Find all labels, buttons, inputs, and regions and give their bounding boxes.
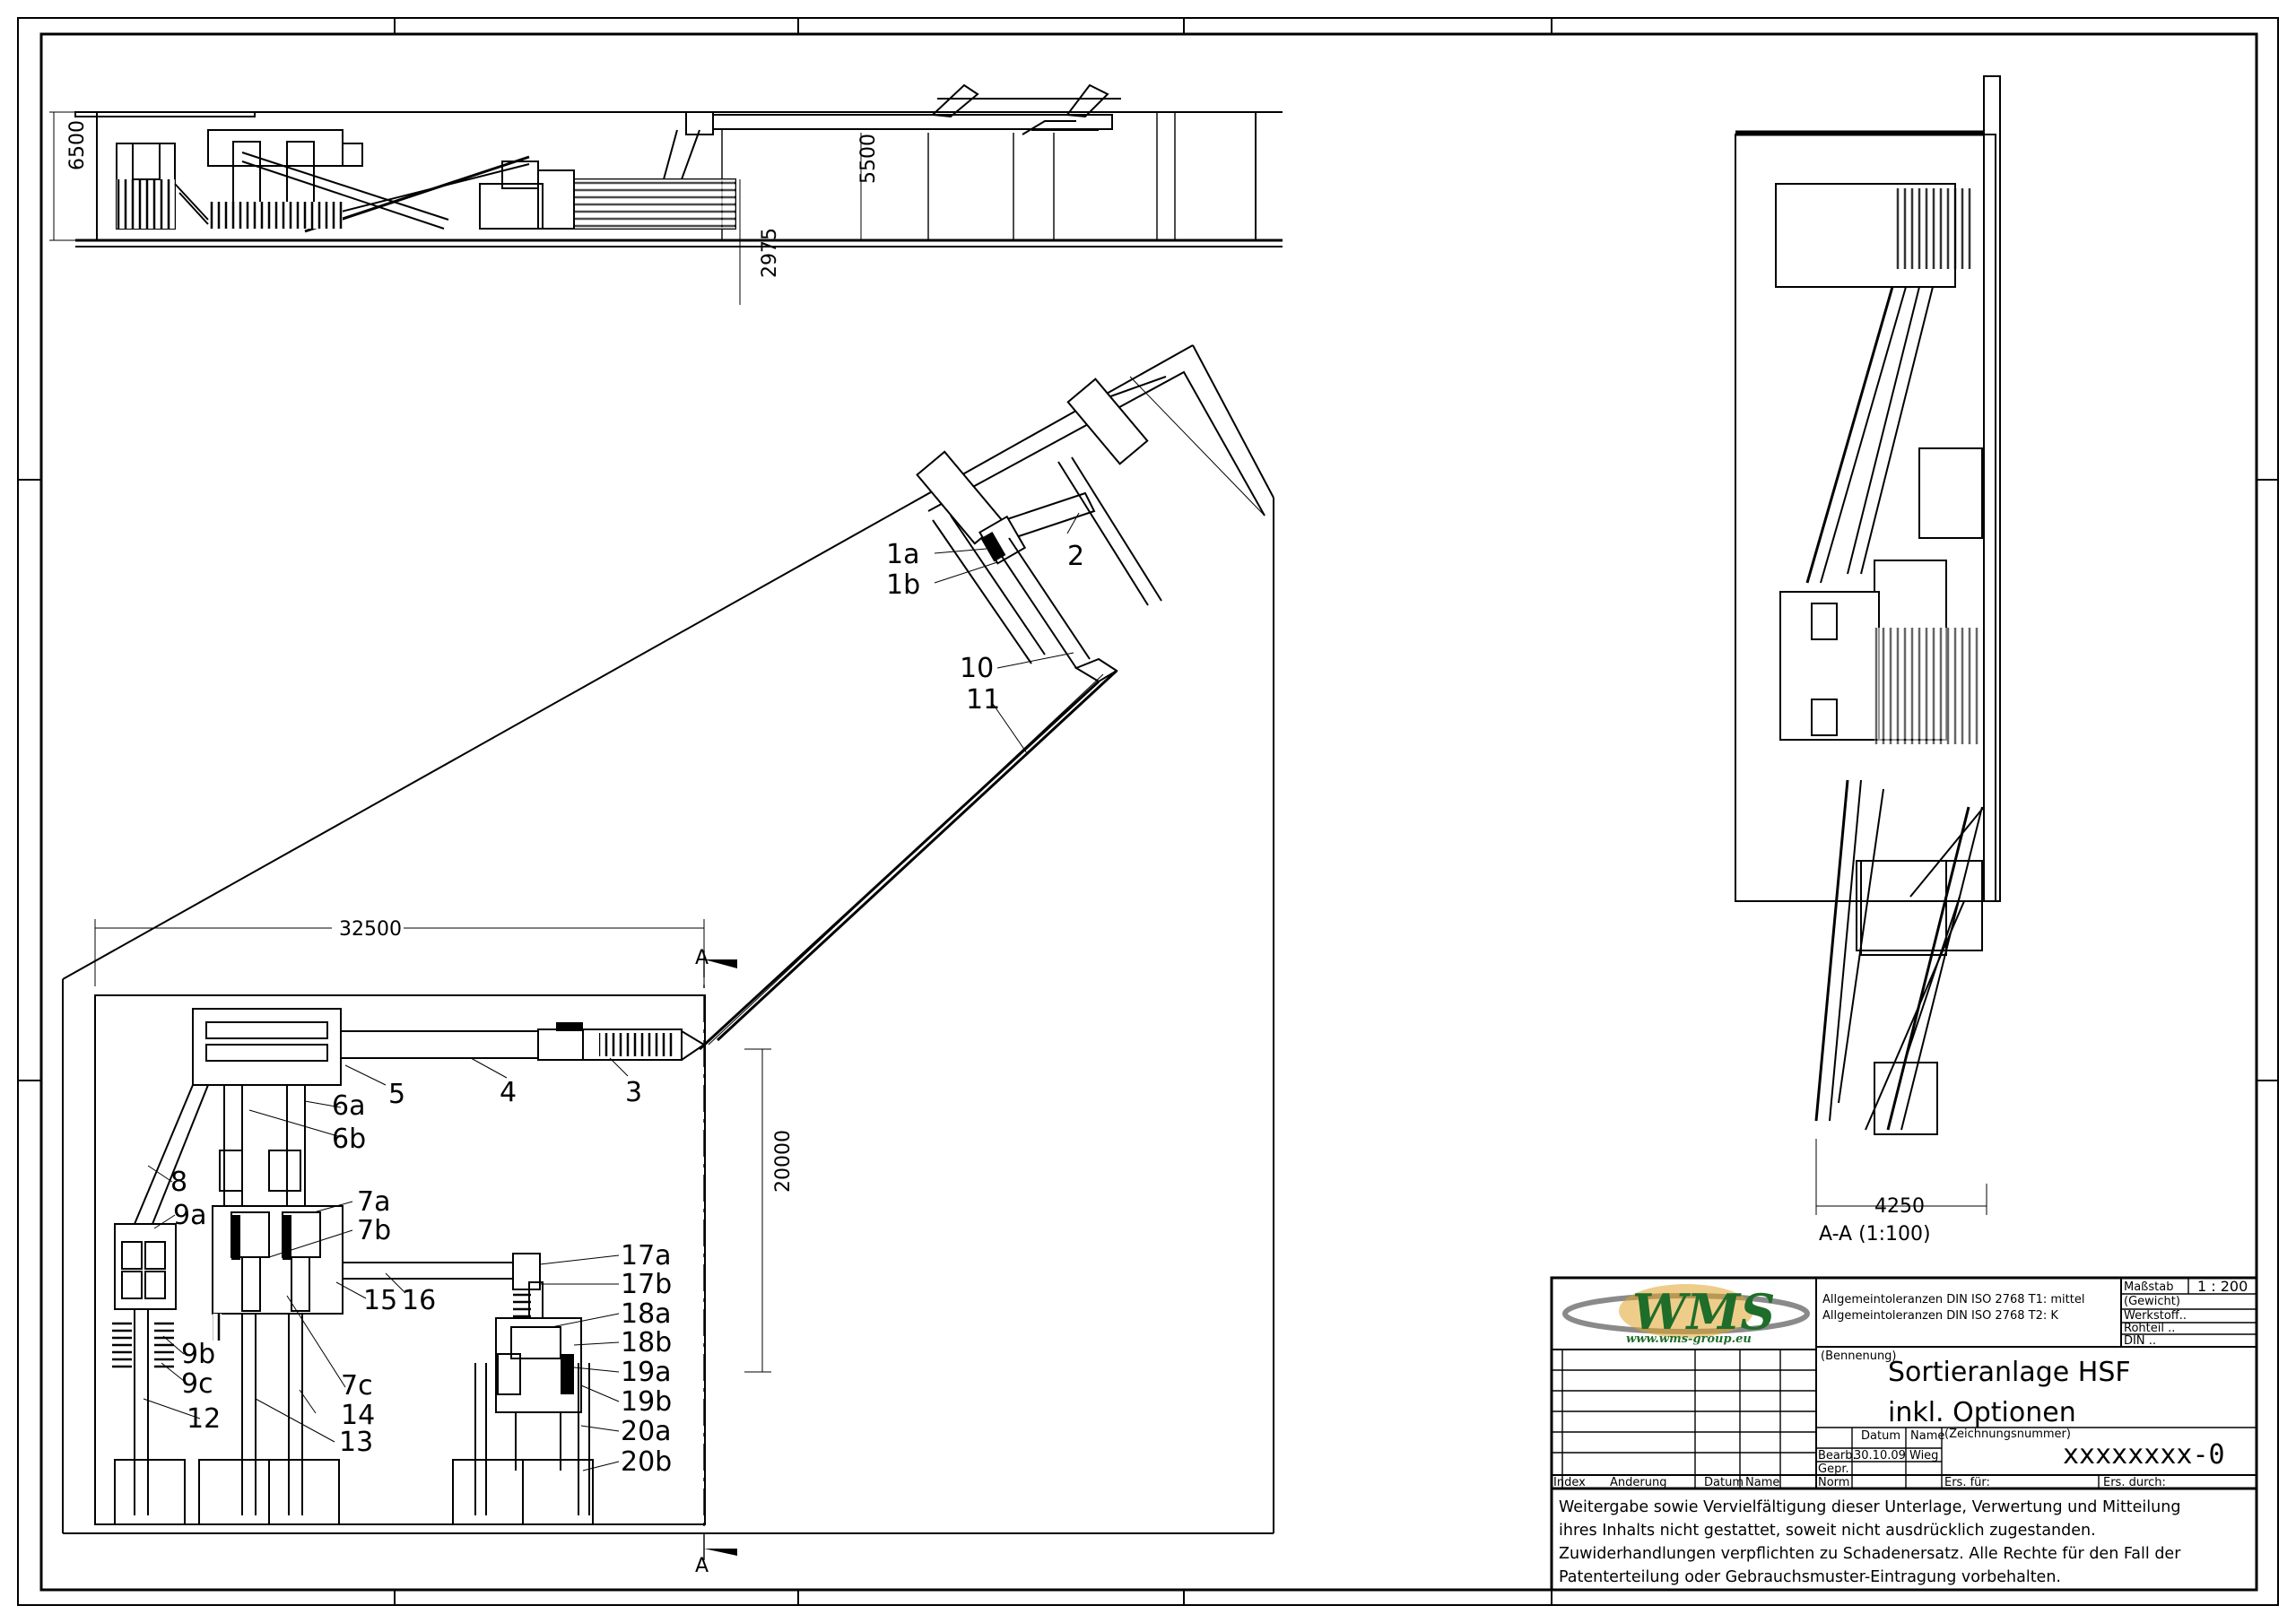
- label-3: 3: [625, 1077, 642, 1108]
- dim-plan-depth: 20000: [772, 1130, 795, 1193]
- title-block: WMS www.wms-group.eu Allgemeintoleranzen…: [1550, 1276, 2258, 1592]
- label-6b: 6b: [332, 1124, 366, 1155]
- material-label: Werkstoff..: [2124, 1309, 2187, 1323]
- sheet-frame: [17, 17, 2279, 1606]
- scale-label: Maßstab: [2124, 1280, 2173, 1294]
- plan-view: A A 32500 20000: [62, 344, 1274, 1577]
- label-9b: 9b: [181, 1339, 215, 1370]
- dim-elev-height: 6500: [66, 120, 89, 170]
- label-1b: 1b: [886, 569, 920, 601]
- label-4: 4: [500, 1077, 517, 1108]
- col-name: Name: [1910, 1429, 1944, 1443]
- label-13: 13: [339, 1427, 373, 1458]
- bearb-date: 30.10.09: [1854, 1449, 1906, 1462]
- dim-section-width: 4250: [1874, 1195, 1925, 1218]
- label-12: 12: [187, 1403, 221, 1435]
- drawing-title-line2: inkl. Optionen: [1888, 1397, 2076, 1428]
- col-datum: Datum: [1861, 1429, 1900, 1443]
- scale-value: 1 : 200: [2197, 1278, 2248, 1295]
- label-2: 2: [1067, 541, 1084, 572]
- label-18a: 18a: [621, 1298, 672, 1330]
- label-19a: 19a: [621, 1357, 672, 1388]
- copyright-note-2: ihres Inhalts nicht gestattet, soweit ni…: [1559, 1522, 2096, 1540]
- label-20b: 20b: [621, 1446, 672, 1478]
- label-7a: 7a: [357, 1186, 390, 1218]
- logo-text: WMS: [1632, 1283, 1775, 1341]
- label-1a: 1a: [886, 539, 919, 570]
- label-19b: 19b: [621, 1386, 672, 1418]
- rev-change-label: Änderung: [1610, 1475, 1666, 1489]
- gepr-label: Gepr.: [1818, 1462, 1849, 1476]
- label-7c: 7c: [341, 1370, 373, 1402]
- label-7b: 7b: [357, 1215, 391, 1246]
- label-8: 8: [170, 1167, 187, 1198]
- dim-elev-low: 2975: [759, 228, 781, 278]
- weight-label: (Gewicht): [2124, 1295, 2180, 1308]
- rev-date-label: Datum: [1704, 1476, 1744, 1489]
- replace-by-label: Ers. durch:: [2103, 1476, 2166, 1489]
- label-9a: 9a: [173, 1200, 206, 1231]
- label-14: 14: [341, 1400, 375, 1431]
- label-17b: 17b: [621, 1269, 672, 1300]
- section-marker-bottom: A: [695, 1555, 709, 1577]
- rev-index-label: Index: [1553, 1476, 1586, 1489]
- bearb-name: Wieg: [1909, 1449, 1938, 1462]
- label-10: 10: [960, 653, 994, 684]
- label-9c: 9c: [181, 1368, 213, 1400]
- copyright-note-1: Weitergabe sowie Vervielfältigung dieser…: [1559, 1498, 2180, 1516]
- label-11: 11: [966, 684, 1000, 716]
- section-marker-top: A: [695, 947, 709, 969]
- label-17a: 17a: [621, 1240, 672, 1271]
- tolerance-2: Allgemeintoleranzen DIN ISO 2768 T2: K: [1822, 1309, 2058, 1323]
- copyright-note-4: Patenterteilung oder Gebrauchsmuster-Ein…: [1559, 1568, 2061, 1586]
- drawing-no-label: (Zeichnungsnummer): [1944, 1428, 2071, 1441]
- logo-url: www.wms-group.eu: [1626, 1332, 1752, 1346]
- label-15: 15: [363, 1285, 397, 1316]
- label-16: 16: [402, 1285, 436, 1316]
- section-title: A-A (1:100): [1819, 1223, 1931, 1245]
- dim-plan-width: 32500: [339, 918, 402, 941]
- section-view: 4250 A-A (1:100): [1735, 75, 2001, 1245]
- wms-logo: WMS www.wms-group.eu: [1562, 1283, 1810, 1346]
- din-label: DIN ..: [2124, 1334, 2156, 1348]
- tolerance-1: Allgemeintoleranzen DIN ISO 2768 T1: mit…: [1822, 1293, 2084, 1306]
- bearb-label: Bearb.: [1818, 1449, 1857, 1462]
- label-18b: 18b: [621, 1327, 672, 1358]
- norm-label: Norm: [1818, 1476, 1849, 1489]
- raw-part-label: Rohteil ..: [2124, 1322, 2175, 1335]
- label-6a: 6a: [332, 1090, 365, 1122]
- label-5: 5: [388, 1079, 405, 1110]
- dim-elev-conveyor-height: 5500: [857, 134, 880, 184]
- elevation-view: 6500 5500 2975: [49, 83, 1283, 305]
- copyright-note-3: Zuwiderhandlungen verpflichten zu Schade…: [1559, 1545, 2181, 1563]
- rev-name-label: Name: [1745, 1476, 1779, 1489]
- label-20a: 20a: [621, 1416, 672, 1447]
- replace-for-label: Ers. für:: [1944, 1476, 1990, 1489]
- name-label: (Bennenung): [1821, 1350, 1897, 1363]
- drawing-title-line1: Sortieranlage HSF: [1888, 1357, 2131, 1388]
- drawing-number: xxxxxxxx-0: [2063, 1439, 2225, 1471]
